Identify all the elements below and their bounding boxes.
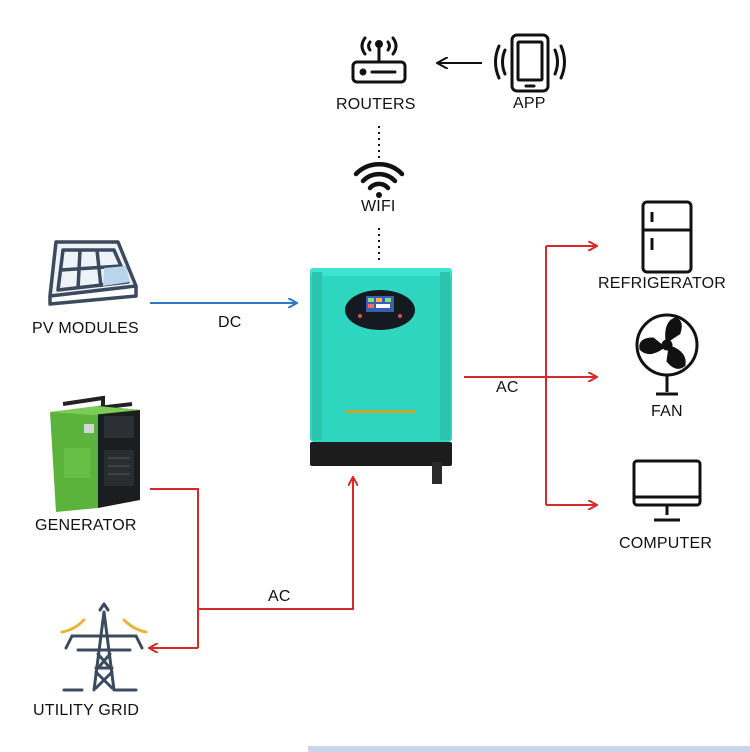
bottom-bar [308,746,750,752]
refrigerator-label: REFRIGERATOR [598,275,727,292]
utility-grid-label: UTILITY GRID [33,702,140,719]
fan-label: FAN [651,403,683,420]
computer-label: COMPUTER [619,535,713,552]
ac-input-label: AC [268,588,291,605]
ac-input-line [198,478,353,610]
app-label: APP [513,95,546,112]
ac-output-label: AC [496,379,519,396]
routers-label: ROUTERS [336,96,416,113]
pv-modules-label: PV MODULES [32,320,139,337]
generator-line [150,488,199,648]
wifi-label: WIFI [361,198,396,215]
dc-label: DC [218,314,242,331]
generator-label: GENERATOR [35,517,137,534]
